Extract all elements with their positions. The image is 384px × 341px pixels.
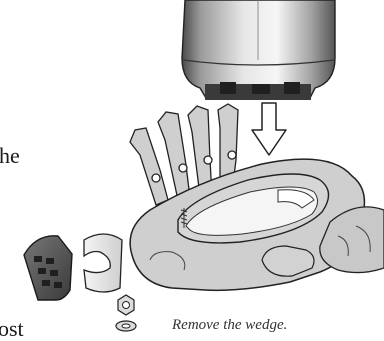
partial-text-bottom: ost <box>0 318 24 340</box>
figure-caption: Remove the wedge. <box>172 317 287 334</box>
nut-icon <box>118 295 134 315</box>
washer-icon <box>116 321 136 331</box>
curved-clip <box>84 234 122 292</box>
partial-text-top: he <box>0 145 20 167</box>
down-arrow-icon <box>252 103 286 155</box>
wedge-piece <box>24 236 72 300</box>
cartridge-body <box>182 0 335 100</box>
